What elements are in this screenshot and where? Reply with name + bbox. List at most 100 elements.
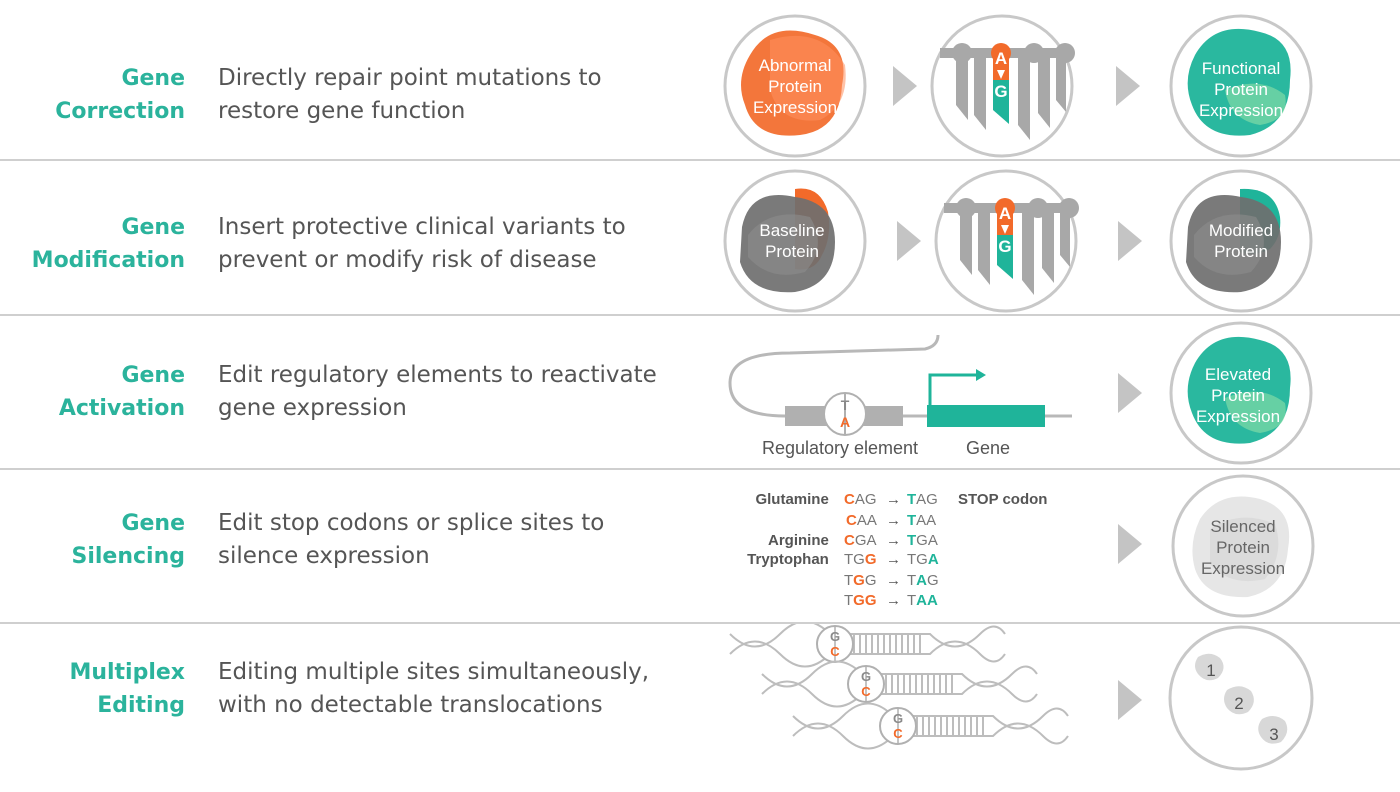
codon-row: CAA → TAA [846, 512, 936, 529]
codon-table: Glutamine CAG → TAG STOP codon CAA → TAA… [747, 491, 1047, 609]
row-title: Multiplex Editing [0, 656, 185, 722]
desc-line1: Directly repair point mutations to [218, 65, 602, 91]
input-protein-line1: Baseline [759, 221, 824, 240]
gene-silencing-graphic: Glutamine CAG → TAG STOP codon CAA → TAA… [747, 474, 1315, 618]
title-line2: Activation [58, 396, 185, 421]
desc-line2: prevent or modify risk of disease [218, 247, 597, 273]
gene-modification-graphic: Baseline Protein A G [723, 169, 1313, 313]
regulatory-element-label: Regulatory element [762, 438, 918, 458]
edit-site-marker: G C [816, 625, 854, 663]
codon-row: TGG → TAA [844, 592, 938, 609]
amino-acid-label: Glutamine [755, 491, 828, 508]
desc-line2: with no detectable translocations [218, 692, 603, 718]
row-description: Insert protective clinical variants to p… [218, 211, 698, 277]
edit-bottom-base: C [830, 644, 840, 659]
edit-site-marker: G C [847, 665, 885, 703]
title-line1: Multiplex [69, 660, 185, 685]
edit-from-base: A [995, 49, 1007, 68]
row-divider [0, 622, 1400, 624]
arrow-icon: → [886, 532, 901, 549]
result-rest: AA [916, 512, 936, 529]
abnormal-protein-circle: Abnormal Protein Expression [723, 14, 867, 158]
row-title: Gene Modification [0, 211, 185, 277]
amino-acid-label: Arginine [768, 532, 829, 549]
dna-helix [761, 660, 1038, 708]
output-protein-line1: Modified [1209, 221, 1273, 240]
output-protein-line2: Protein [1214, 242, 1268, 261]
edit-to-base: G [994, 82, 1007, 101]
transcription-start-arrow-icon [928, 373, 976, 405]
edited-base: G [853, 572, 865, 589]
result-rest: GA [916, 532, 938, 549]
edited-base: GG [853, 592, 876, 609]
row-title: Gene Silencing [0, 507, 185, 573]
result-pre: TG [907, 551, 928, 568]
result-pre: T [907, 592, 916, 609]
title-line2: Editing [97, 693, 185, 718]
row-gene-activation: Gene Activation Edit regulatory elements… [0, 313, 1400, 468]
edit-bottom-base: A [840, 414, 850, 430]
title-line2: Modification [31, 248, 185, 273]
edited-base: C [844, 491, 855, 508]
desc-line1: Insert protective clinical variants to [218, 214, 626, 240]
arrow-head-icon [976, 369, 986, 381]
arrow-icon: → [886, 512, 901, 529]
edit-top-base: G [830, 629, 840, 644]
codon-pre: T [844, 572, 853, 589]
stop-codon-label: STOP codon [958, 491, 1047, 508]
edited-base: C [846, 512, 857, 529]
edit-site-circle: A G [934, 169, 1079, 313]
multiplex-editing-graphic: G C G C G C 1 [729, 624, 1314, 771]
arrow-icon: → [886, 551, 901, 568]
site-number: 2 [1234, 694, 1243, 713]
edit-to-base: G [998, 237, 1011, 256]
input-protein-line2: Protein [768, 77, 822, 96]
output-protein-line1: Functional [1202, 59, 1280, 78]
row-description: Edit regulatory elements to reactivate g… [218, 359, 698, 425]
codon-rest: AA [857, 512, 877, 529]
result-base: T [907, 512, 916, 529]
arrow-right-icon [1118, 221, 1142, 261]
arrow-icon: → [886, 491, 901, 508]
codon-pre: TG [844, 551, 865, 568]
baseline-protein-circle: Baseline Protein [723, 169, 867, 313]
arrow-right-icon [897, 221, 921, 261]
row-gene-silencing: Gene Silencing Edit stop codons or splic… [0, 469, 1400, 624]
arrow-right-icon [1118, 680, 1142, 720]
codon-row: TGG → TAG [844, 572, 939, 589]
row-description: Edit stop codons or splice sites to sile… [218, 507, 698, 573]
edit-bottom-base: C [893, 726, 903, 741]
output-protein-line3: Expression [1201, 559, 1285, 578]
edit-top-base: G [861, 669, 871, 684]
row-title: Gene Activation [0, 359, 185, 425]
silenced-protein-circle: Silenced Protein Expression [1171, 474, 1315, 618]
edit-bottom-base: C [861, 684, 871, 699]
modified-protein-circle: Modified Protein [1169, 169, 1313, 313]
output-protein-line2: Protein [1214, 80, 1268, 99]
desc-line1: Edit stop codons or splice sites to [218, 510, 605, 536]
edit-site-marker: G C [879, 707, 917, 745]
row-title: Gene Correction [0, 62, 185, 128]
desc-line1: Edit regulatory elements to reactivate [218, 362, 657, 388]
edit-top-base: T [841, 397, 850, 413]
desc-line1: Editing multiple sites simultaneously, [218, 659, 650, 685]
edit-top-base: G [893, 711, 903, 726]
row-description: Directly repair point mutations to resto… [218, 62, 698, 128]
row-divider [0, 159, 1400, 161]
output-protein-line2: Protein [1216, 538, 1270, 557]
output-protein-line3: Expression [1199, 101, 1283, 120]
codon-rest: GA [855, 532, 877, 549]
desc-line2: restore gene function [218, 98, 466, 124]
edited-base: C [844, 532, 855, 549]
result-base: AA [916, 592, 938, 609]
edit-from-base: A [999, 204, 1011, 223]
result-pre: T [907, 572, 916, 589]
title-line1: Gene [121, 215, 185, 240]
input-protein-line1: Abnormal [759, 56, 832, 75]
arrow-right-icon [893, 66, 917, 106]
arrow-icon: → [886, 592, 901, 609]
row-description: Editing multiple sites simultaneously, w… [218, 656, 698, 722]
dna-helix [729, 624, 1006, 668]
site-number: 3 [1269, 725, 1278, 744]
codon-rest: AG [855, 491, 877, 508]
